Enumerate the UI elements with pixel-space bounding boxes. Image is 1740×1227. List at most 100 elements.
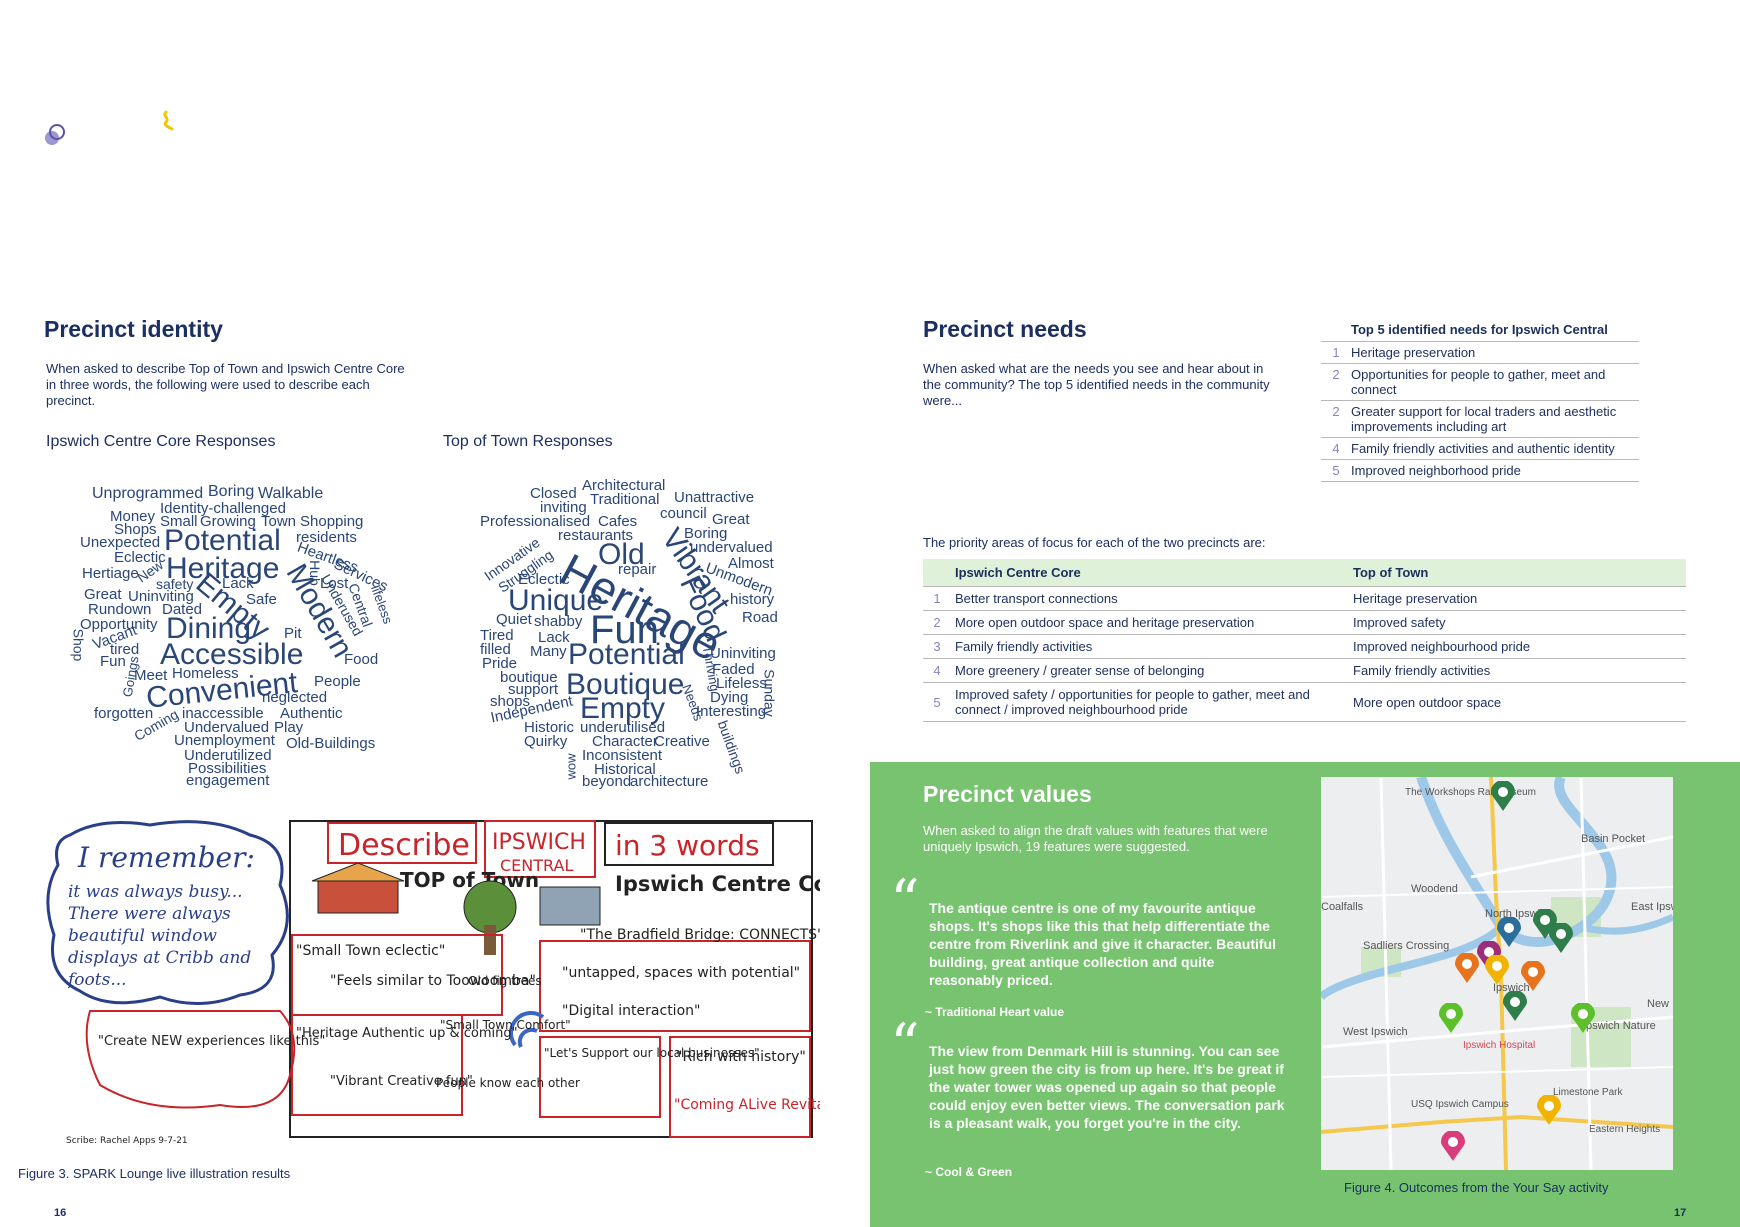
cloud-word: Lost: [320, 575, 349, 592]
cloud-word: Boutique: [566, 668, 685, 701]
cloud-word: residents: [296, 529, 357, 546]
map-pin-icon[interactable]: [1549, 923, 1573, 955]
sketch-quote: "The Bradfield Bridge: CONNECTS": [580, 927, 820, 943]
cloud-word: Lack: [222, 575, 254, 592]
cloud-word: Boring: [684, 525, 728, 542]
cloud-word: Shopping: [300, 513, 364, 530]
quote-mark-icon: “: [890, 1011, 920, 1079]
map-graphic: The Workshops Rail Museum Basin Pocket W…: [1321, 777, 1673, 1170]
cloud-word: buildings: [714, 718, 749, 776]
cloud-word: support: [508, 681, 559, 698]
col-header-centre-core: Ipswich Centre Core: [951, 559, 1349, 587]
sketch-quote: People know each other: [436, 1076, 580, 1090]
map-pin-icon[interactable]: [1477, 941, 1501, 973]
sketch-quote: "Rich with history": [676, 1049, 806, 1065]
cloud-word: Hertiage: [82, 565, 139, 582]
map-label: New: [1647, 998, 1669, 1010]
cell-top-of-town: Heritage preservation: [1349, 586, 1686, 611]
cloud-word: Character: [592, 733, 658, 750]
word-cloud-centre-core: Unprogrammed Boring Walkable Identity-ch…: [70, 480, 400, 790]
map-pin-icon[interactable]: [1441, 1131, 1465, 1163]
page-number-right: 17: [1674, 1207, 1687, 1219]
spark-lounge-illustration: I remember: it was always busy... There …: [40, 815, 820, 1148]
map-pin-icon[interactable]: [1455, 953, 1479, 985]
cloud-word: Underutilized: [184, 747, 272, 764]
cloud-word: Dying: [710, 689, 749, 706]
cloud-word: Old-Buildings: [286, 735, 376, 752]
cloud-word: Heritage: [166, 552, 280, 585]
cloud-word: Creative: [654, 733, 710, 750]
table-header-row: Ipswich Centre Core Top of Town: [923, 559, 1686, 587]
cloud-word: history: [730, 591, 775, 608]
map-pin-icon[interactable]: [1491, 781, 1515, 813]
cloud-word: Tired: [480, 627, 514, 644]
cloud-word: engagement: [186, 772, 270, 789]
map-pin-icon[interactable]: [1503, 991, 1527, 1023]
cloud-word: Dated: [162, 601, 203, 618]
cloud-word: Walkable: [258, 485, 324, 502]
cell-top-of-town: Improved safety: [1349, 610, 1686, 635]
map-label: Eastern Heights: [1589, 1124, 1660, 1135]
row-text: Opportunities for people to gather, meet…: [1351, 367, 1606, 397]
cloud-word: council: [660, 505, 707, 522]
cloud-word: safety: [156, 576, 194, 592]
map-label: Basin Pocket: [1581, 833, 1645, 845]
values-intro: When asked to align the draft values wit…: [923, 823, 1268, 854]
cloud-word: Inconsistent: [582, 747, 663, 764]
cloud-word: architecture: [630, 773, 709, 790]
cloud-word: Sunday: [761, 669, 778, 717]
cloud-word: Pride: [482, 655, 518, 672]
cloud-word: Unemployment: [174, 732, 275, 749]
cloud-word: Accessible: [160, 638, 304, 671]
map-pin-icon[interactable]: [1521, 961, 1545, 993]
cloud-word: Uninviting: [128, 588, 194, 605]
cloud-word: Safe: [246, 591, 277, 608]
cloud-word: Lifeless: [716, 675, 767, 692]
row-text: Improved neighborhood pride: [1351, 463, 1521, 478]
cloud-word: underutilised: [580, 719, 666, 736]
cloud-word: Play: [274, 719, 304, 736]
your-say-map[interactable]: The Workshops Rail Museum Basin Pocket W…: [1321, 777, 1673, 1170]
cloud-word: boutique: [500, 669, 558, 686]
map-pin-icon[interactable]: [1537, 1095, 1561, 1127]
cloud-word: Unique: [508, 584, 604, 617]
sketch-ipswich-core: Ipswich Centre Core: [615, 872, 820, 896]
identity-intro: When asked to describe Top of Town and I…: [46, 361, 405, 408]
map-pin-icon[interactable]: [1571, 1003, 1595, 1035]
cloud-word: Money: [110, 508, 156, 525]
sketch-quote: "Small Town Comfort": [440, 1018, 571, 1032]
cloud-word: Town: [261, 513, 297, 530]
cloud-word: Possibilities: [188, 760, 267, 777]
cloud-word: Homeless: [172, 665, 239, 682]
cloud2-title: Top of Town Responses: [443, 433, 613, 450]
map-pin-icon[interactable]: [1439, 1003, 1463, 1035]
map-label: Ipswich Hospital: [1463, 1040, 1535, 1051]
map-pin-icon[interactable]: [1497, 917, 1521, 949]
row-number: 4: [1332, 441, 1340, 456]
cloud-word: Traditional: [590, 491, 660, 508]
cloud-word: Eclectic: [518, 571, 570, 588]
cloud-word: beyond: [582, 773, 632, 790]
cloud-word: Opportunity: [80, 616, 158, 633]
sketch-quote: "Digital interaction": [562, 1003, 700, 1019]
cloud-word: Architectural: [582, 477, 666, 494]
map-label: West Ipswich: [1343, 1026, 1408, 1038]
map-pin-icon[interactable]: [1533, 909, 1557, 941]
map-pin-icon[interactable]: [1485, 955, 1509, 987]
row-number: 3: [923, 634, 951, 659]
row-number: 1: [1332, 345, 1340, 360]
sketch-quote: "Vibrant Creative fun": [330, 1074, 473, 1089]
cloud-word: Rundown: [88, 601, 152, 618]
row-number: 4: [923, 658, 951, 683]
cell-centre-core: Family friendly activities: [951, 634, 1349, 659]
cloud-word: Professionalised: [480, 513, 591, 530]
sketch-heading-3words: in 3 words: [615, 829, 760, 862]
cloud-word: Faded: [712, 661, 755, 678]
cloud-word: Great: [712, 511, 750, 528]
cloud-word: Quiet: [496, 611, 532, 628]
cloud-word: shabby: [534, 613, 583, 630]
needs-intro: When asked what are the needs you see an…: [923, 361, 1270, 408]
